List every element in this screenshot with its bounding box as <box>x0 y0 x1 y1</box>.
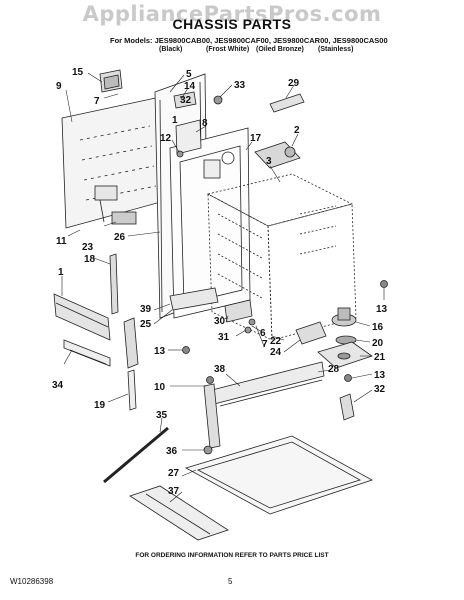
callout-9: 9 <box>56 81 62 92</box>
hinge-receptacle <box>123 317 139 369</box>
variant-frost-white: (Frost White) <box>206 46 250 53</box>
callout-30: 30 <box>214 316 226 327</box>
variant-stainless: (Stainless) <box>318 46 354 53</box>
callout-36: 36 <box>166 446 178 457</box>
leader-lines <box>61 72 385 503</box>
callout-10: 10 <box>154 382 166 393</box>
callout-6: 6 <box>260 328 266 339</box>
callout-19: 19 <box>94 400 106 411</box>
callout-27: 27 <box>168 468 180 479</box>
callout-labels: 15 5 9 14 33 29 7 32 8 17 2 12 1 3 11 23… <box>52 67 388 497</box>
callout-1-top: 1 <box>172 115 178 126</box>
rear-bracket <box>339 393 355 421</box>
callout-16: 16 <box>372 322 384 333</box>
callout-13-left: 13 <box>154 346 166 357</box>
callout-12: 12 <box>160 133 172 144</box>
screw-13 <box>182 346 190 354</box>
fastener <box>176 150 184 158</box>
callout-37: 37 <box>168 486 180 497</box>
callout-3: 3 <box>266 156 272 167</box>
callout-14: 14 <box>184 81 196 92</box>
callout-39: 39 <box>140 304 152 315</box>
anti-tip-rod <box>103 426 169 484</box>
callout-33: 33 <box>234 80 246 91</box>
ordering-note: FOR ORDERING INFORMATION REFER TO PARTS … <box>135 552 329 559</box>
screw-13 <box>206 376 214 384</box>
callout-26: 26 <box>114 232 126 243</box>
screw-13 <box>344 374 352 382</box>
callout-22: 22 <box>270 336 282 347</box>
control-housing <box>254 141 301 169</box>
front-trim-rail <box>203 361 325 449</box>
screw <box>248 318 256 326</box>
callout-8: 8 <box>202 118 208 129</box>
callout-24: 24 <box>270 347 282 358</box>
page-title: CHASSIS PARTS <box>172 16 292 32</box>
screw-13 <box>380 280 388 288</box>
callout-7-lower: 7 <box>262 339 268 350</box>
callout-11: 11 <box>56 236 67 247</box>
callout-15: 15 <box>72 67 84 78</box>
switch-bracket <box>175 119 202 155</box>
lower-access-panel <box>53 293 111 341</box>
bottom-frame <box>169 287 219 311</box>
drawer-floor <box>184 435 373 515</box>
watermark: AppliancePartsPros.com <box>82 2 382 26</box>
callout-35: 35 <box>156 410 168 421</box>
callout-29: 29 <box>288 78 300 89</box>
variant-black: (Black) <box>159 46 183 53</box>
callout-13-right: 13 <box>376 304 388 315</box>
callout-2: 2 <box>294 125 300 136</box>
vertical-strip <box>127 369 137 411</box>
callout-32-lower: 32 <box>374 384 386 395</box>
bottom-cover <box>129 485 229 541</box>
oven-cavity <box>206 173 357 341</box>
screw <box>244 326 252 334</box>
callout-20: 20 <box>372 338 384 349</box>
back-panel <box>61 95 169 229</box>
leveling-leg-assembly <box>295 307 373 369</box>
callout-32: 32 <box>180 95 192 106</box>
callout-13-lower: 13 <box>374 370 386 381</box>
callout-7: 7 <box>94 96 100 107</box>
callout-34: 34 <box>52 380 64 391</box>
callout-25: 25 <box>140 319 152 330</box>
fastener <box>213 95 223 105</box>
callout-1-bottom: 1 <box>58 267 64 278</box>
callout-18: 18 <box>84 254 96 265</box>
trim-strip <box>109 253 119 315</box>
callout-21: 21 <box>374 352 386 363</box>
callout-38: 38 <box>214 364 226 375</box>
models-line: For Models: JES9800CAB00, JES9800CAF00, … <box>110 36 388 45</box>
small-block <box>111 211 137 225</box>
vent-bracket <box>99 69 123 93</box>
callout-28: 28 <box>328 364 340 375</box>
top-cover <box>269 93 305 113</box>
callout-5: 5 <box>186 69 192 80</box>
document-id: W10286398 <box>10 577 54 586</box>
top-bracket <box>173 91 197 109</box>
variant-oiled-bronze: (Oiled Bronze) <box>256 46 304 53</box>
page-number: 5 <box>228 577 233 586</box>
callout-17: 17 <box>250 133 262 144</box>
callout-23: 23 <box>82 242 94 253</box>
mount-bracket <box>224 299 253 323</box>
leveler-foot <box>203 445 213 455</box>
front-frame <box>169 127 251 319</box>
callout-31: 31 <box>218 332 230 343</box>
kick-plate <box>63 339 111 367</box>
